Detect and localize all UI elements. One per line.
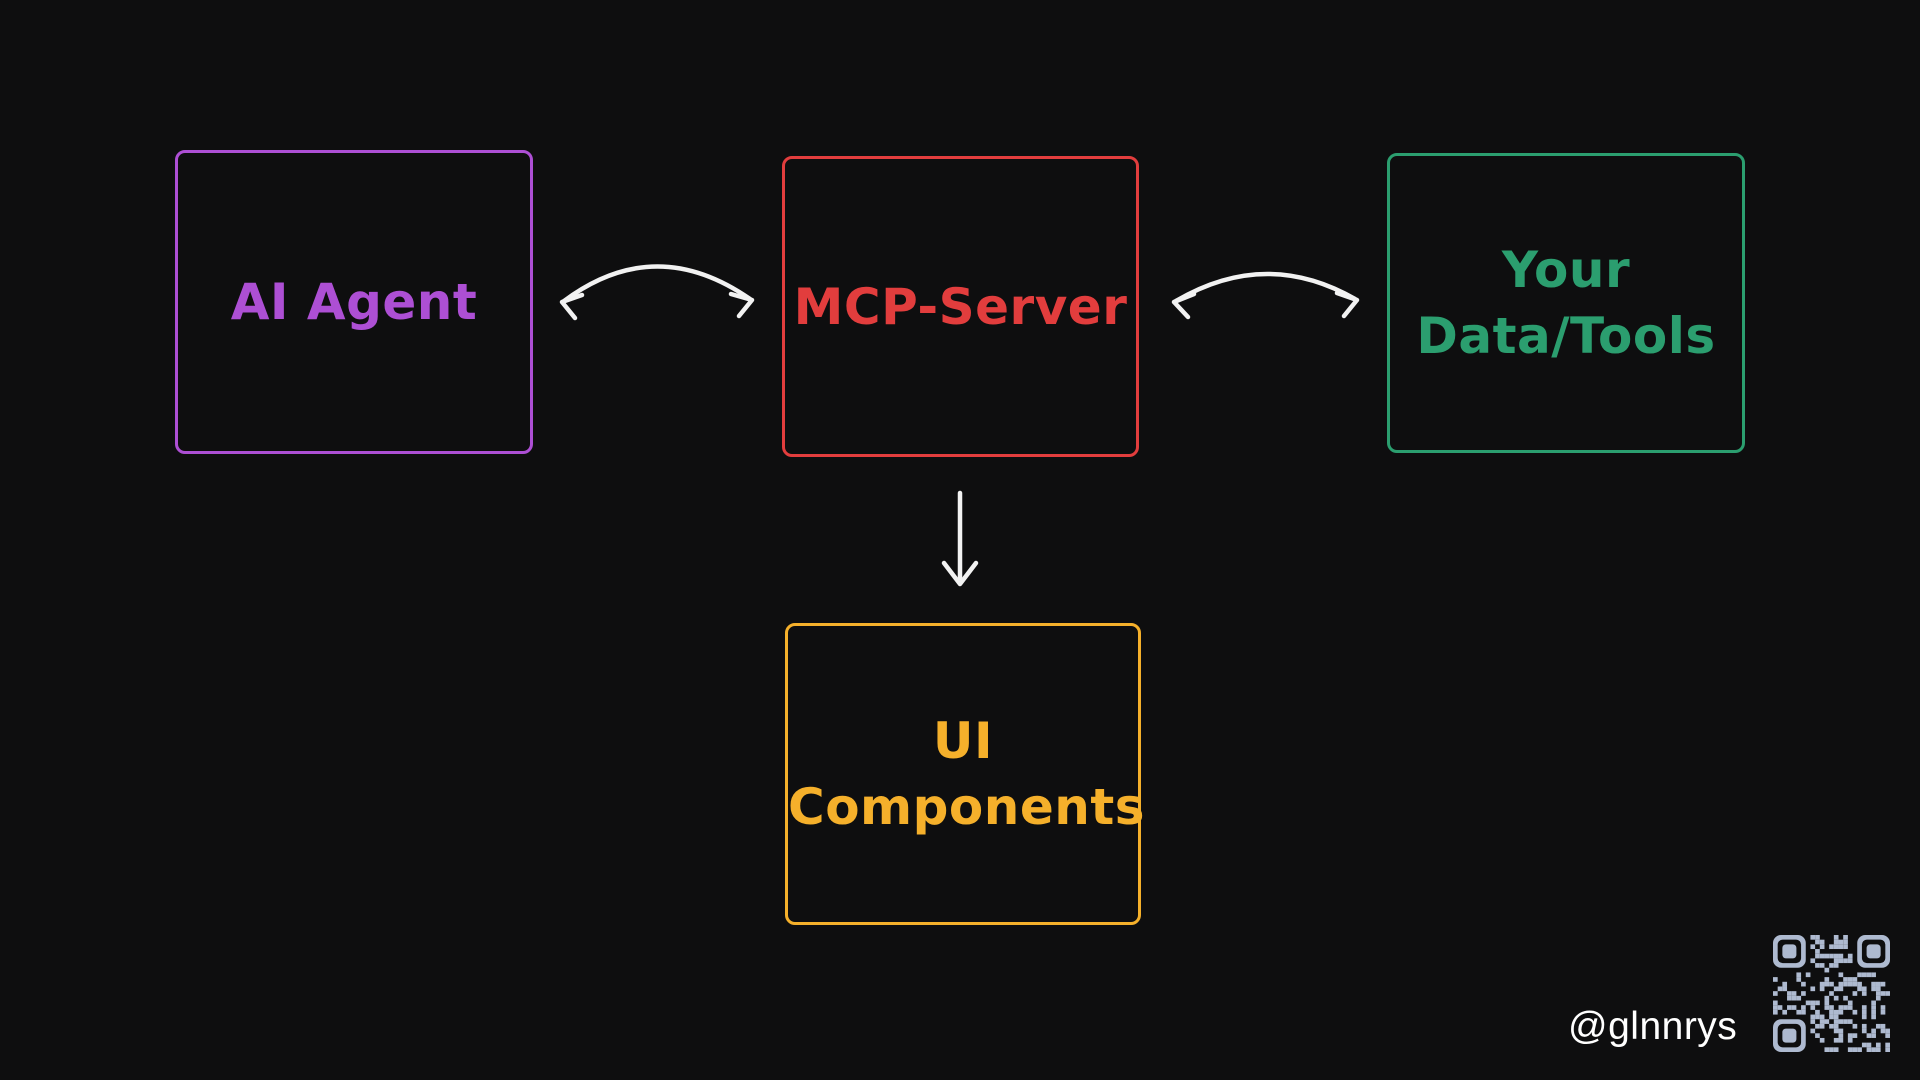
node-mcp-server-line-1: MCP-Server [793,277,1128,336]
node-ai-agent-label: AI Agent [178,269,530,335]
watermark-handle: @glnnrys [1568,1005,1738,1048]
node-your-data-tools-line-2: Data/Tools [1416,307,1716,365]
arrow-agent-mcp [559,264,755,321]
node-ai-agent-line-1: AI Agent [230,273,478,331]
node-your-data-tools: Your Data/Tools [1387,153,1745,453]
arrow-mcp-uicomponents [941,490,979,587]
qr-code [1773,935,1890,1052]
node-your-data-tools-line-1: Your [1501,241,1631,299]
node-ui-components-line-1: UI [932,712,994,770]
node-mcp-server: MCP-Server [782,156,1139,457]
node-mcp-server-label: MCP-Server [785,274,1136,340]
arrow-mcp-datatools [1171,271,1360,320]
node-ai-agent: AI Agent [175,150,533,454]
node-your-data-tools-label: Your Data/Tools [1390,237,1742,369]
node-ui-components-line-2: Components [788,778,1146,836]
node-ui-components-label: UI Components [788,708,1146,840]
node-ui-components: UI Components [785,623,1146,925]
